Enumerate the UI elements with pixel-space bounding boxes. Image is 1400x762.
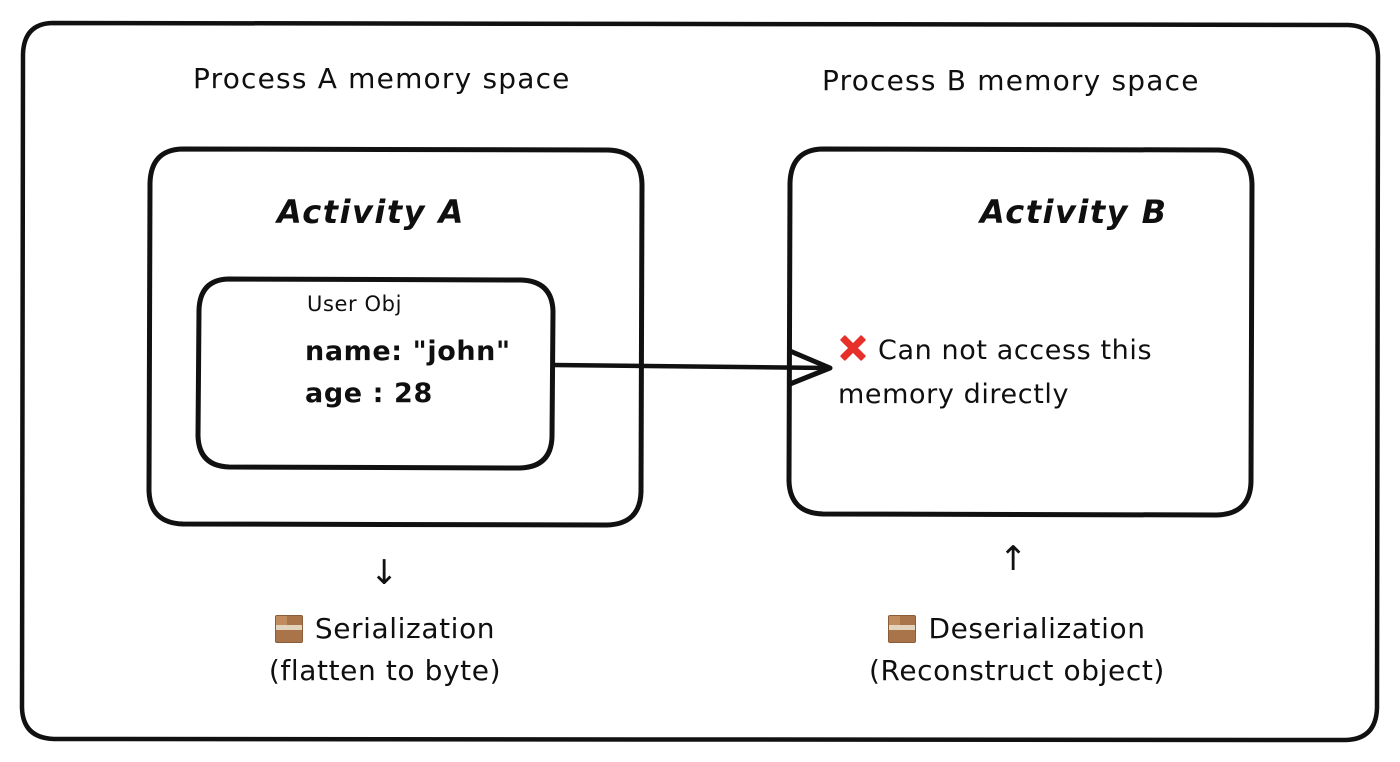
user-object-field-name: name: "john" [305, 336, 511, 367]
deserialization-caption: Deserialization (Reconstruct object) [822, 608, 1212, 692]
red-cross-mark-icon [838, 333, 868, 363]
package-box-icon [888, 615, 917, 643]
no-access-note: Can not access this memory directly [838, 330, 1218, 416]
no-access-note-line2: memory directly [838, 379, 1070, 410]
connector-arrow [550, 348, 833, 387]
deserialization-title: Deserialization [928, 612, 1146, 645]
package-box-icon [274, 615, 303, 643]
deserialization-flow-arrow: ↑ [999, 539, 1028, 579]
user-object-field-age: age : 28 [305, 378, 433, 409]
user-object-header: User Obj [307, 292, 403, 316]
process-a-title: Process A memory space [193, 62, 571, 95]
activity-b-label: Activity B [980, 193, 1168, 231]
serialization-caption: Serialization (flatten to byte) [200, 608, 570, 692]
deserialization-subtitle: (Reconstruct object) [869, 654, 1165, 687]
serialization-flow-arrow: ↓ [370, 553, 399, 593]
serialization-title: Serialization [314, 612, 496, 645]
activity-a-label: Activity A [277, 193, 465, 231]
no-access-note-line1: Can not access this [878, 335, 1153, 366]
serialization-subtitle: (flatten to byte) [268, 654, 502, 687]
process-b-title: Process B memory space [822, 64, 1200, 97]
